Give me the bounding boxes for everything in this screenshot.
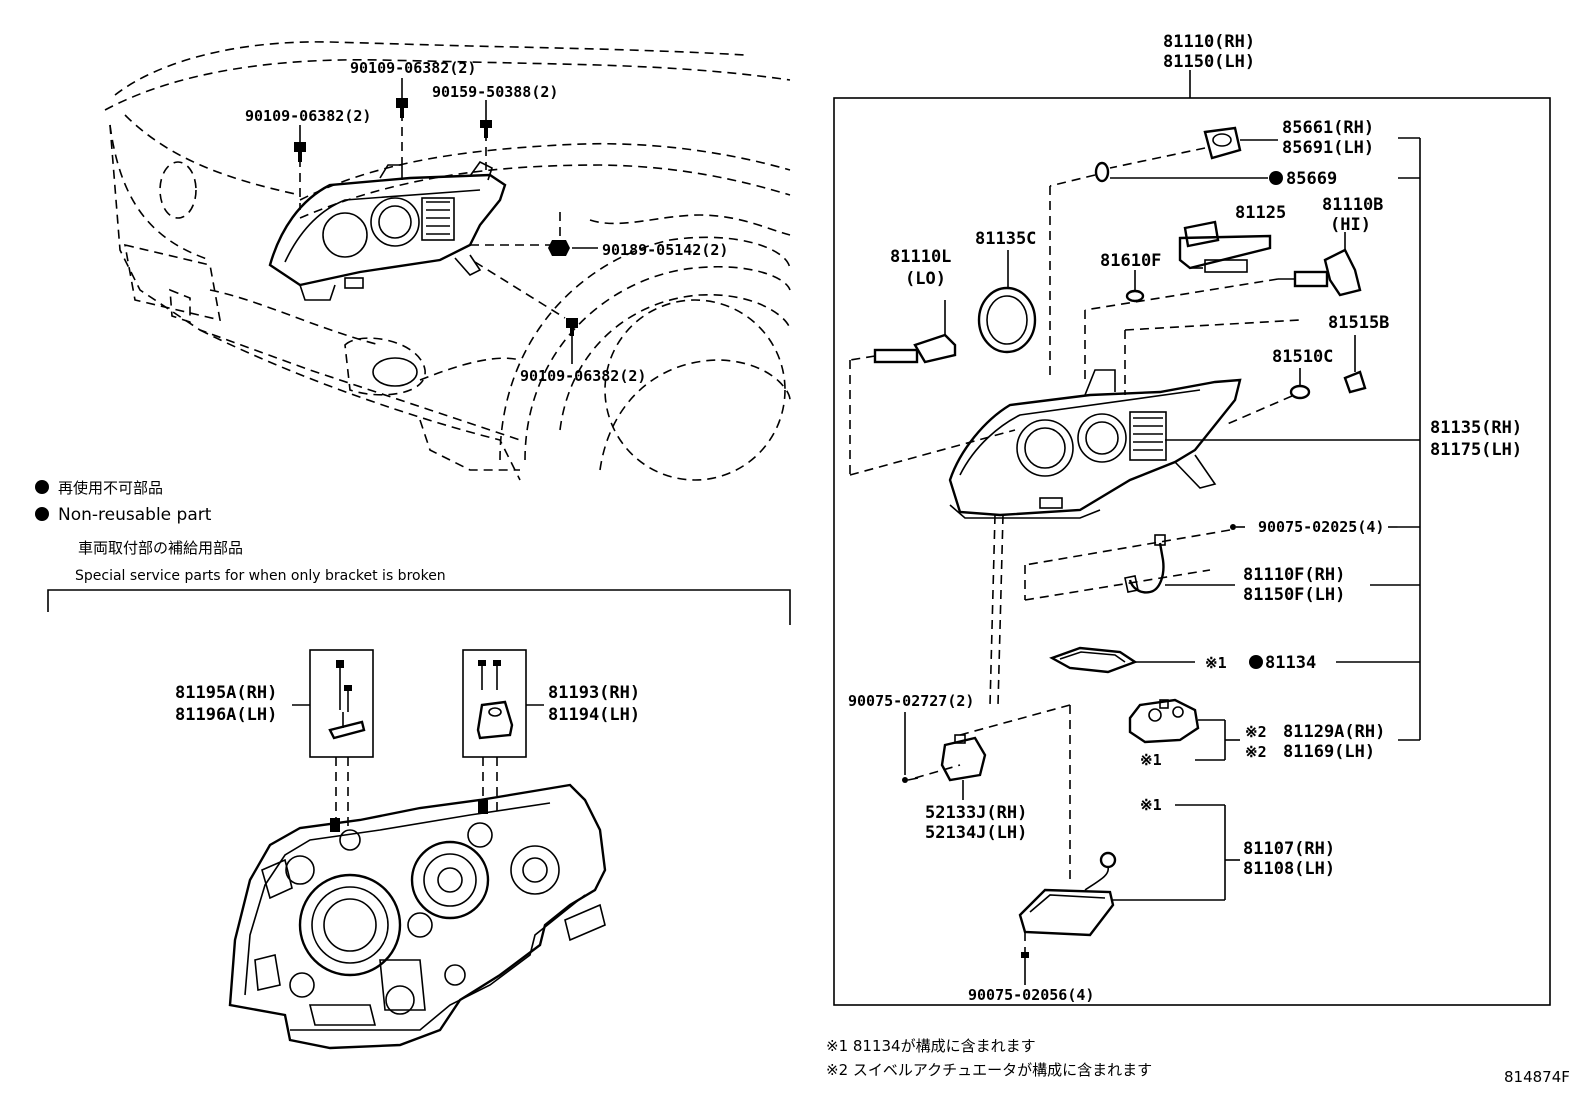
oring-part: 85669 [1286,169,1337,189]
footnote-2: ※2 スイベルアクチュエータが構成に含まれます [826,1061,1152,1079]
bracket-right-lh: 81194(LH) [548,705,640,725]
vehicle-front-view [104,41,791,481]
callout-bolt-left: 90109-06382(2) [245,107,371,125]
screw-icon [1230,524,1245,530]
legend-bracket-jp: 車両取付部の補給用部品 [78,539,243,557]
screw-2: 90075-02727(2) [848,692,974,710]
hi-bulb-part [1278,232,1362,297]
legend-non-reusable-en: Non-reusable part [58,505,212,525]
hi-bulb-label: (HI) [1330,215,1371,235]
swivel-rh: 81129A(RH) [1283,722,1385,742]
lamp-cover-part [977,250,1037,354]
socket-rh: 85661(RH) [1282,118,1374,138]
clip-81515b-part [1343,335,1367,394]
wire-rh: 81110F(RH) [1243,565,1345,585]
ballast-lh: 81108(LH) [1243,859,1335,879]
gasket-part-number: 81134 [1265,653,1316,673]
non-reusable-dot-icon [35,507,49,521]
screw-icon [1021,952,1029,968]
swivel-mark-rh: ※2 [1245,723,1267,741]
bracket-left-rh: 81195A(RH) [175,683,277,703]
bracket-rh: 52133J(RH) [925,803,1027,823]
non-reusable-dot-icon [35,480,49,494]
callout-nut-right: 90189-05142(2) [602,241,728,259]
lo-bulb-label: (LO) [905,269,946,289]
non-reusable-dot-icon [1249,655,1263,669]
gasket-mark: ※1 [1205,654,1227,672]
screw-4: 90075-02025(4) [1258,518,1384,536]
wire-lh: 81150F(LH) [1243,585,1345,605]
bolt-icon [294,142,306,162]
callout-screw-top: 90159-50388(2) [432,83,558,101]
ballast-part [1018,851,1117,937]
cap-81610f-part [1125,289,1145,303]
unit-lh: 81175(LH) [1430,440,1522,460]
bracket-left-lh: 81196A(LH) [175,705,277,725]
part-81610f: 81610F [1100,251,1161,271]
bracket-lh: 52134J(LH) [925,823,1027,843]
bracket-part-right-box [462,649,527,758]
part-81125: 81125 [1235,203,1286,223]
callout-bolt-top: 90109-06382(2) [350,59,476,77]
part-81510c: 81510C [1272,347,1333,367]
screw-bottom: 90075-02056(4) [968,986,1094,1004]
unit-rh: 81135(RH) [1430,418,1522,438]
headlamp-installed [268,160,507,301]
swivel-sub-mark: ※1 [1140,751,1162,769]
headlamp-rear-view [228,783,607,1050]
o-ring-part [1094,161,1110,183]
screw-icon [480,120,492,138]
socket-lh: 85691(LH) [1282,138,1374,158]
part-81515b: 81515B [1328,313,1389,333]
bolt-icon [396,98,408,118]
swivel-bracket-part [940,734,987,800]
assembly-rh: 81110(RH) [1163,32,1255,52]
ballast-mark: ※1 [1140,796,1162,814]
legend-non-reusable-jp: 再使用不可部品 [58,479,163,497]
cap-81510c-part [1289,368,1311,400]
legend-bracket-en: Special service parts for when only brac… [75,568,446,584]
headlamp-unit [948,369,1398,519]
assembly-frame [833,97,1551,1006]
footnote-1: ※1 81134が構成に含まれます [826,1037,1036,1055]
assembly-lh: 81150(LH) [1163,52,1255,72]
swivel-mark-lh: ※2 [1245,743,1267,761]
hi-bulb: 81110B [1322,195,1383,215]
nut-icon [548,240,570,256]
diagram-code: 814874F [1504,1068,1570,1086]
bolt-icon [566,318,578,336]
swivel-actuator-part [1128,698,1226,761]
bracket-part-left-box [309,649,374,758]
wire-harness-part [1124,534,1235,594]
connector-81125-part [1178,220,1272,273]
bracket-right-rh: 81193(RH) [548,683,640,703]
bulb-socket-part [1203,126,1278,160]
callout-bolt-bottom: 90109-06382(2) [520,367,646,385]
bracket-section-frame [47,589,791,625]
swivel-lh: 81169(LH) [1283,742,1375,762]
non-reusable-dot-icon [1269,171,1283,185]
cover-81135c: 81135C [975,229,1036,249]
ballast-rh: 81107(RH) [1243,839,1335,859]
lo-bulb: 81110L [890,247,951,267]
lo-bulb-part [873,300,957,364]
